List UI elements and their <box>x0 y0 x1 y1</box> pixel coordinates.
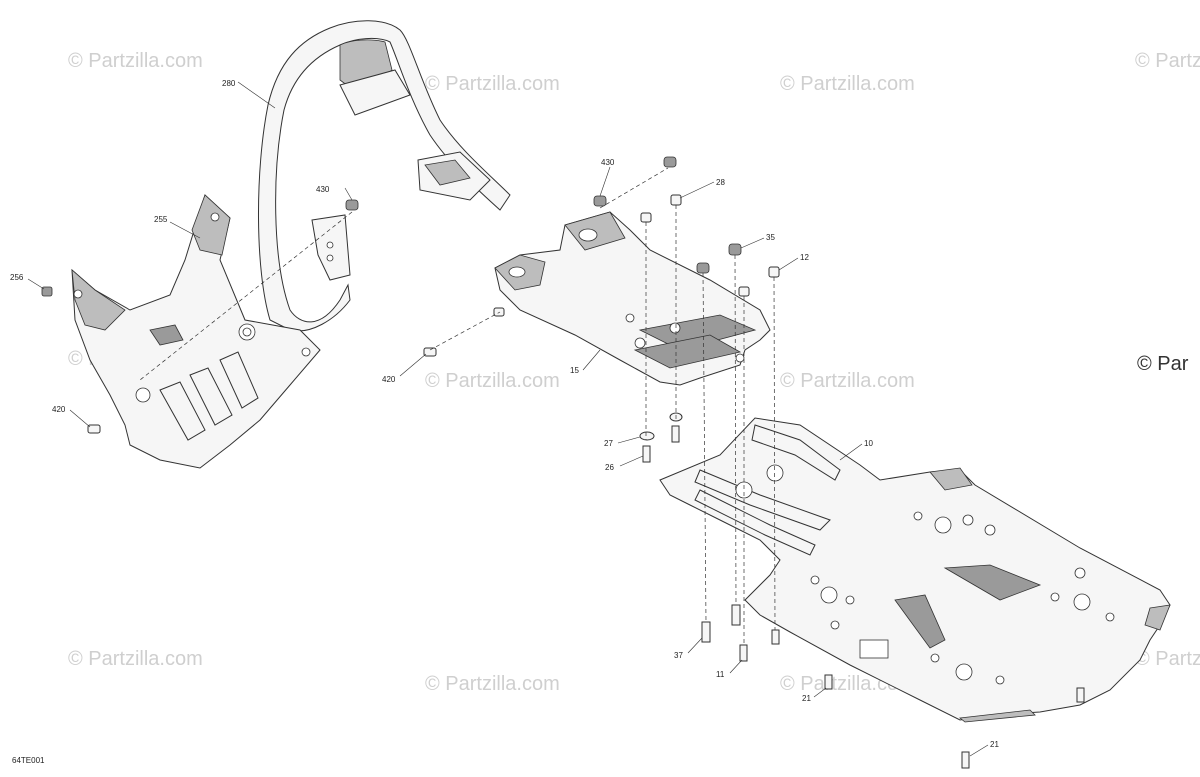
watermark-cut: © Par <box>1137 353 1189 375</box>
bolt-long[interactable] <box>731 604 741 626</box>
part-front-guard[interactable] <box>71 194 321 469</box>
watermark: © Partzilla.com <box>780 73 915 95</box>
callout-37: 37 <box>674 651 683 660</box>
bolt-mid-low[interactable] <box>671 425 680 443</box>
callout-15: 15 <box>570 366 579 375</box>
nut-430-right[interactable] <box>593 195 607 207</box>
bolt-edge[interactable] <box>771 629 780 645</box>
watermark: © Partzilla.com <box>1135 648 1200 670</box>
callout-35: 35 <box>766 233 775 242</box>
bolt-26[interactable] <box>642 445 651 463</box>
nut-top[interactable] <box>663 156 677 168</box>
callout-280: 280 <box>222 79 236 88</box>
watermark: © Partzilla.com <box>1135 50 1200 72</box>
diagram-code: 64TE001 <box>12 756 45 765</box>
part-middle-skid-plate[interactable] <box>494 211 771 386</box>
callout-256: 256 <box>10 273 24 282</box>
callout-28: 28 <box>716 178 725 187</box>
watermark: © Partzilla.com <box>780 370 915 392</box>
leader-lines <box>27 81 989 757</box>
bolt-420-left[interactable] <box>87 424 101 434</box>
callout-420-right: 420 <box>382 375 396 384</box>
callout-26: 26 <box>605 463 614 472</box>
fasteners <box>41 156 1085 769</box>
part-large-skid-plate[interactable] <box>659 417 1171 723</box>
nut-mid[interactable] <box>696 262 710 274</box>
callout-255: 255 <box>154 215 168 224</box>
nut-right[interactable] <box>738 286 750 297</box>
watermark: © Partzilla.com <box>425 370 560 392</box>
watermark: © Partzilla.com <box>425 73 560 95</box>
callout-21-upper: 21 <box>802 694 811 703</box>
bolt-edge-right[interactable] <box>1076 687 1085 703</box>
nut-28[interactable] <box>670 194 682 206</box>
callout-labels: 280 430 255 256 420 430 28 35 12 420 15 … <box>10 79 999 749</box>
watermark-layer: © Partzilla.com © Partzilla.com © Partzi… <box>68 50 1200 695</box>
nut-35[interactable] <box>728 243 742 256</box>
watermark: © Partzilla.com <box>68 50 203 72</box>
bolt-21-upper[interactable] <box>824 674 833 690</box>
callout-420-left: 420 <box>52 405 66 414</box>
screw-256[interactable] <box>41 286 53 297</box>
watermark: © Partzilla.com <box>68 648 203 670</box>
watermark: © Partzilla.com <box>425 673 560 695</box>
nut-430-left[interactable] <box>345 199 359 211</box>
bolt-11[interactable] <box>739 644 748 662</box>
washer-27[interactable] <box>639 431 655 441</box>
assembly-lines <box>139 167 776 645</box>
callout-10: 10 <box>864 439 873 448</box>
callout-430-left: 430 <box>316 185 330 194</box>
bolt-mid[interactable] <box>493 307 505 317</box>
bolt-420-right[interactable] <box>423 347 437 357</box>
nut-small[interactable] <box>640 212 652 223</box>
callout-27: 27 <box>604 439 613 448</box>
callout-21-lower: 21 <box>990 740 999 749</box>
callout-430-right: 430 <box>601 158 615 167</box>
part-bumper-bar[interactable] <box>257 20 511 332</box>
bolt-21-lower[interactable] <box>961 751 970 769</box>
nut-12[interactable] <box>768 266 780 278</box>
callout-12: 12 <box>800 253 809 262</box>
bolt-37[interactable] <box>701 621 711 643</box>
callout-11: 11 <box>716 670 725 679</box>
